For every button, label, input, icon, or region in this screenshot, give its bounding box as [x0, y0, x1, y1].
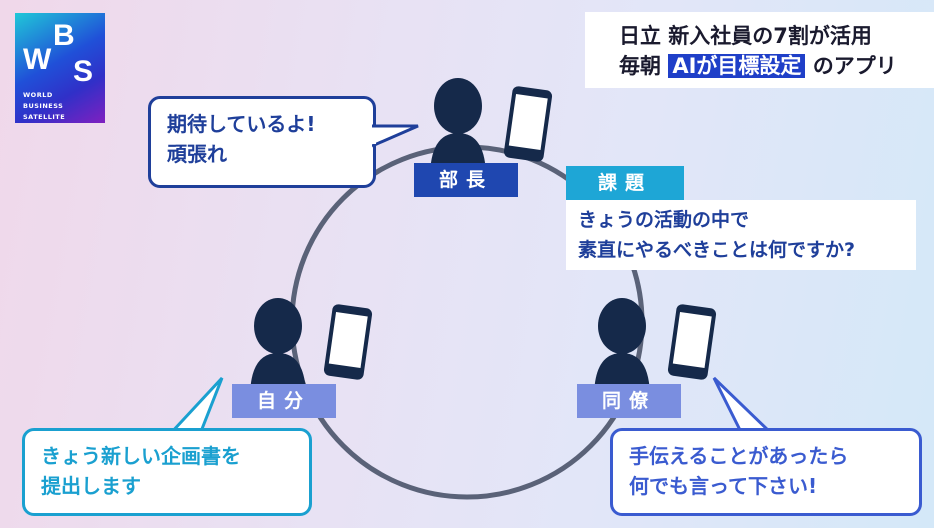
logo-letter: S [73, 55, 94, 88]
speech-bubble-self: きょう新しい企画書を 提出します [22, 428, 312, 516]
person-icon-self [250, 298, 306, 398]
headline-line2: 毎朝 AIが目標設定 のアプリ [619, 51, 934, 81]
task-question: きょうの活動の中で 素直にやるべきことは何ですか? [566, 200, 916, 270]
bubble-tail [712, 376, 774, 436]
logo-text: BUSINESS [23, 102, 64, 110]
bubble-line: 提出します [41, 474, 141, 498]
bubble-line: 期待しているよ! [167, 112, 316, 136]
logo-text: WORLD [23, 91, 53, 99]
bubble-tail [168, 376, 224, 436]
bubble-line: 頑張れ [167, 142, 227, 166]
bubble-line: きょう新しい企画書を [41, 444, 241, 468]
bubble-tail [372, 124, 419, 148]
logo-letter: W [23, 43, 52, 76]
role-label-self: 自分 [232, 384, 336, 418]
headline-line1: 日立 新入社員の7割が活用 [619, 24, 872, 48]
headline-caption: 日立 新入社員の7割が活用 毎朝 AIが目標設定 のアプリ [585, 12, 934, 88]
speech-bubble-colleague: 手伝えることがあったら 何でも言って下さい! [610, 428, 922, 516]
speech-bubble-manager: 期待しているよ! 頑張れ [148, 96, 376, 188]
headline-prefix: 毎朝 [619, 54, 661, 78]
task-line: きょうの活動の中で [578, 209, 750, 231]
task-line: 素直にやるべきことは何ですか? [578, 239, 856, 261]
task-label: 課題 [566, 166, 684, 200]
headline-suffix: のアプリ [812, 54, 897, 78]
person-icon-colleague [594, 298, 650, 398]
logo-text: SATELLITE [23, 113, 66, 121]
role-label-manager: 部長 [414, 163, 518, 197]
role-label-colleague: 同僚 [577, 384, 681, 418]
wbs-logo: W B S WORLD BUSINESS SATELLITE [15, 13, 105, 123]
logo-letter: B [53, 19, 75, 52]
bubble-line: 何でも言って下さい! [629, 474, 818, 498]
headline-highlight: AIが目標設定 [668, 54, 806, 78]
bubble-line: 手伝えることがあったら [629, 444, 849, 468]
